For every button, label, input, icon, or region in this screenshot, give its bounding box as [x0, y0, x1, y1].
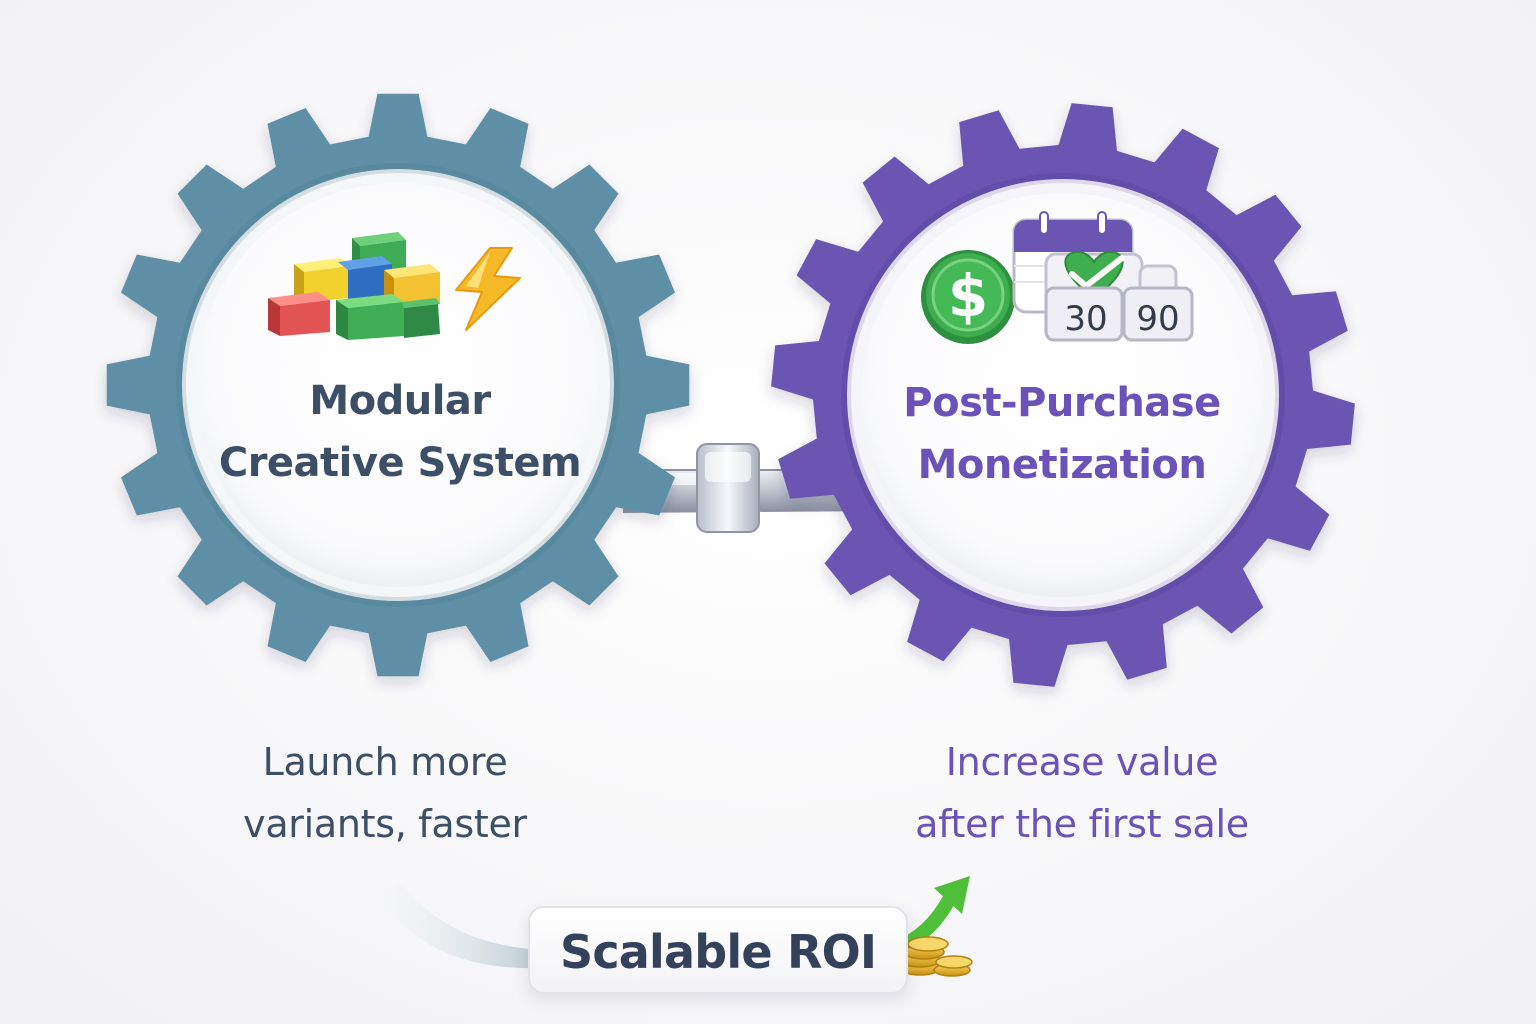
lightning-bolt-icon	[455, 247, 521, 331]
left-gear-caption: Launch more variants, faster	[243, 740, 527, 846]
tile-90-label: 90	[1136, 299, 1179, 339]
stacked-blocks-icon	[268, 232, 440, 340]
number-tiles: 30 90	[1044, 286, 1194, 342]
tile-30	[1044, 286, 1124, 342]
roi-swoosh-trail	[380, 880, 540, 969]
dollar-coin-icon: $	[921, 250, 1015, 344]
coin-stack-icon	[899, 936, 973, 977]
right-gear-title: Post-Purchase Monetization	[903, 380, 1221, 488]
tile-90	[1122, 286, 1194, 342]
right-gear-caption: Increase value after the first sale	[915, 740, 1249, 846]
roi-badge: Scalable ROI	[528, 906, 908, 994]
left-gear-title: Modular Creative System	[218, 378, 582, 486]
roi-label: Scalable ROI	[560, 925, 877, 979]
svg-text:$: $	[948, 262, 988, 330]
tile-30-label: 30	[1064, 299, 1107, 339]
